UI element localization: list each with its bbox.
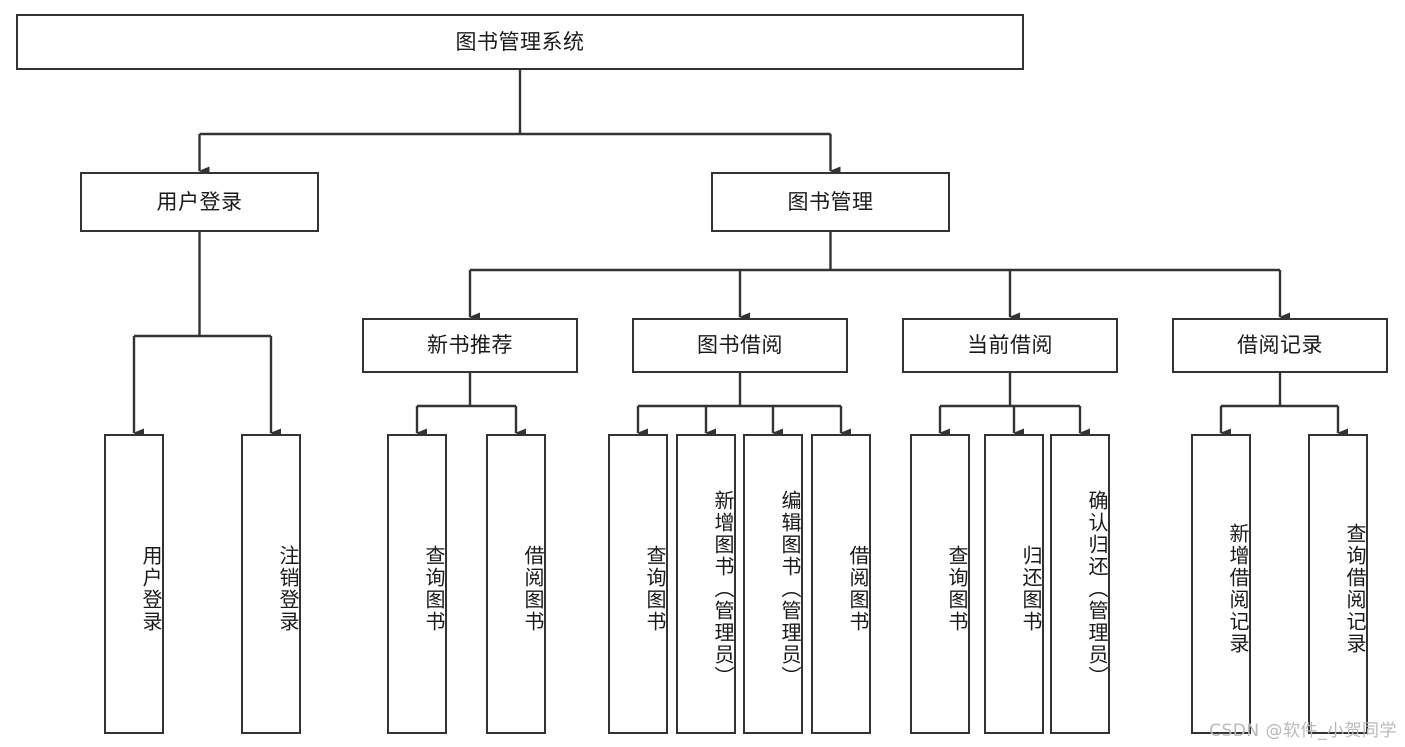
node-new-book-recommend[interactable]: 新书推荐 <box>362 318 578 373</box>
node-leaf-query-book-borrow-label: 查询图书 <box>643 545 667 633</box>
node-leaf-query-borrow-record[interactable]: 查询借阅记录 <box>1308 434 1368 734</box>
node-leaf-confirm-return-admin[interactable]: 确认归还（管理员） <box>1050 434 1110 734</box>
node-book-management[interactable]: 图书管理 <box>711 172 950 232</box>
node-leaf-logout-login[interactable]: 注销登录 <box>241 434 301 734</box>
node-new-book-recommend-label: 新书推荐 <box>427 333 513 358</box>
node-leaf-add-borrow-record-label: 新增借阅记录 <box>1226 523 1250 655</box>
node-leaf-confirm-return-admin-label: 确认归还（管理员） <box>1085 490 1109 688</box>
node-leaf-logout-login-label: 注销登录 <box>276 545 300 633</box>
node-leaf-query-book-borrow[interactable]: 查询图书 <box>608 434 668 734</box>
node-leaf-user-login-label: 用户登录 <box>139 545 163 633</box>
node-leaf-borrow-book-recommend[interactable]: 借阅图书 <box>486 434 546 734</box>
node-leaf-user-login[interactable]: 用户登录 <box>104 434 164 734</box>
node-leaf-query-book-current[interactable]: 查询图书 <box>910 434 970 734</box>
node-leaf-borrow-book-label: 借阅图书 <box>846 545 870 633</box>
node-borrow-record-label: 借阅记录 <box>1237 333 1323 358</box>
node-leaf-add-book-admin-label: 新增图书（管理员） <box>711 490 735 688</box>
node-leaf-borrow-book-recommend-label: 借阅图书 <box>521 545 545 633</box>
node-borrow-record[interactable]: 借阅记录 <box>1172 318 1388 373</box>
node-leaf-query-book-recommend[interactable]: 查询图书 <box>387 434 447 734</box>
node-current-borrow[interactable]: 当前借阅 <box>902 318 1118 373</box>
node-leaf-query-book-current-label: 查询图书 <box>945 545 969 633</box>
node-leaf-borrow-book[interactable]: 借阅图书 <box>811 434 871 734</box>
node-leaf-edit-book-admin[interactable]: 编辑图书（管理员） <box>743 434 803 734</box>
node-leaf-return-book-label: 归还图书 <box>1019 545 1043 633</box>
node-book-management-label: 图书管理 <box>787 189 874 214</box>
node-root[interactable]: 图书管理系统 <box>16 14 1024 70</box>
node-leaf-query-book-recommend-label: 查询图书 <box>422 545 446 633</box>
node-leaf-add-book-admin[interactable]: 新增图书（管理员） <box>676 434 736 734</box>
node-leaf-add-borrow-record[interactable]: 新增借阅记录 <box>1191 434 1251 734</box>
node-root-label: 图书管理系统 <box>455 29 585 54</box>
node-leaf-edit-book-admin-label: 编辑图书（管理员） <box>778 490 802 688</box>
node-book-borrow[interactable]: 图书借阅 <box>632 318 848 373</box>
node-user-login[interactable]: 用户登录 <box>80 172 319 232</box>
node-current-borrow-label: 当前借阅 <box>967 333 1053 358</box>
node-book-borrow-label: 图书借阅 <box>697 333 783 358</box>
node-leaf-query-borrow-record-label: 查询借阅记录 <box>1343 523 1367 655</box>
watermark: CSDN @软件_小贺同学 <box>1209 721 1397 741</box>
node-leaf-return-book[interactable]: 归还图书 <box>984 434 1044 734</box>
node-user-login-label: 用户登录 <box>156 189 243 214</box>
